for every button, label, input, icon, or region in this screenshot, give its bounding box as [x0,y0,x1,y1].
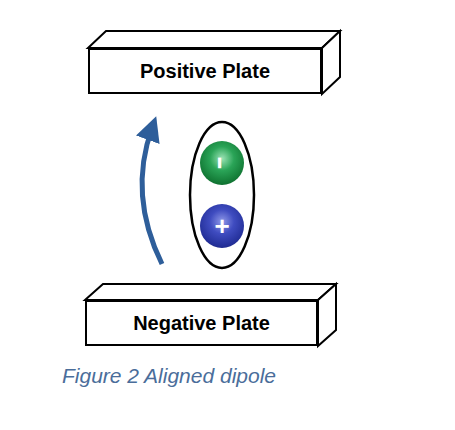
figure-caption: Figure 2 Aligned dipole [62,364,276,388]
plate-side-face [322,31,340,94]
positive-plate: Positive Plate [88,48,322,94]
dipole-outline [190,122,254,268]
plate-top-face [85,284,336,300]
plate-side-face [318,284,336,346]
rotation-arrow [142,128,162,264]
plate-top-face [88,31,340,48]
plate-label: Positive Plate [140,60,270,83]
plate-label: Negative Plate [133,312,270,335]
negative-charge: - [200,141,244,185]
charge-sign: + [214,213,229,239]
negative-plate: Negative Plate [85,300,318,346]
charge-sign: - [209,156,235,170]
positive-charge: + [200,204,244,248]
